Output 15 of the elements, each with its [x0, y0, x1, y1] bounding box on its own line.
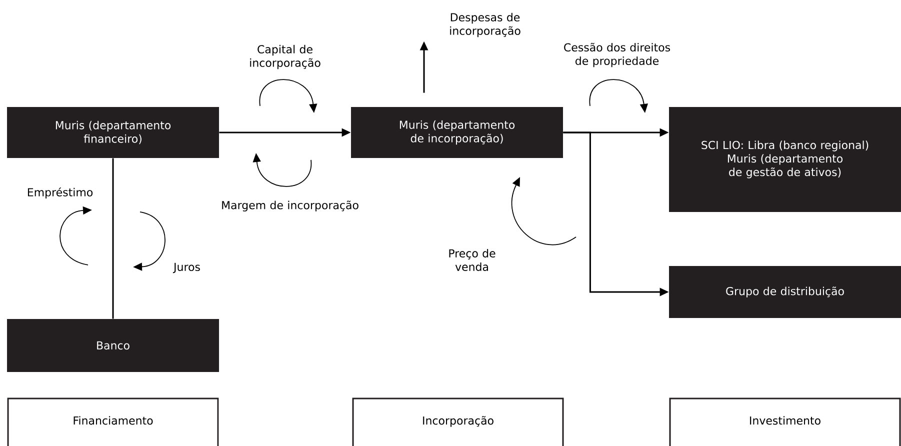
- process-box: Muris (departamento financeiro): [7, 107, 219, 158]
- flow-label: Juros: [172, 262, 200, 274]
- flow-label: Empréstimo: [28, 187, 93, 199]
- process-box: Grupo de distribuição: [669, 266, 901, 318]
- process-box: Muris (departamento de incorporação): [351, 107, 563, 158]
- process-box: Banco: [7, 319, 219, 372]
- category-box: Financiamento: [7, 398, 219, 446]
- process-box: SCI LIO: Libra (banco regional) Muris (departamento de gestão de ativos): [669, 107, 901, 212]
- caption-text: Despesas de incorporação: [450, 12, 520, 38]
- category-box: Incorporação: [352, 398, 564, 446]
- flow-label: Capital de incorporação: [250, 44, 320, 70]
- flow-label: Preço de venda: [449, 248, 496, 271]
- category-box: Investimento: [669, 398, 901, 446]
- flow-label: Cessão dos direitos de propriedade: [564, 42, 670, 68]
- flow-label: Margem de incorporação: [222, 200, 358, 212]
